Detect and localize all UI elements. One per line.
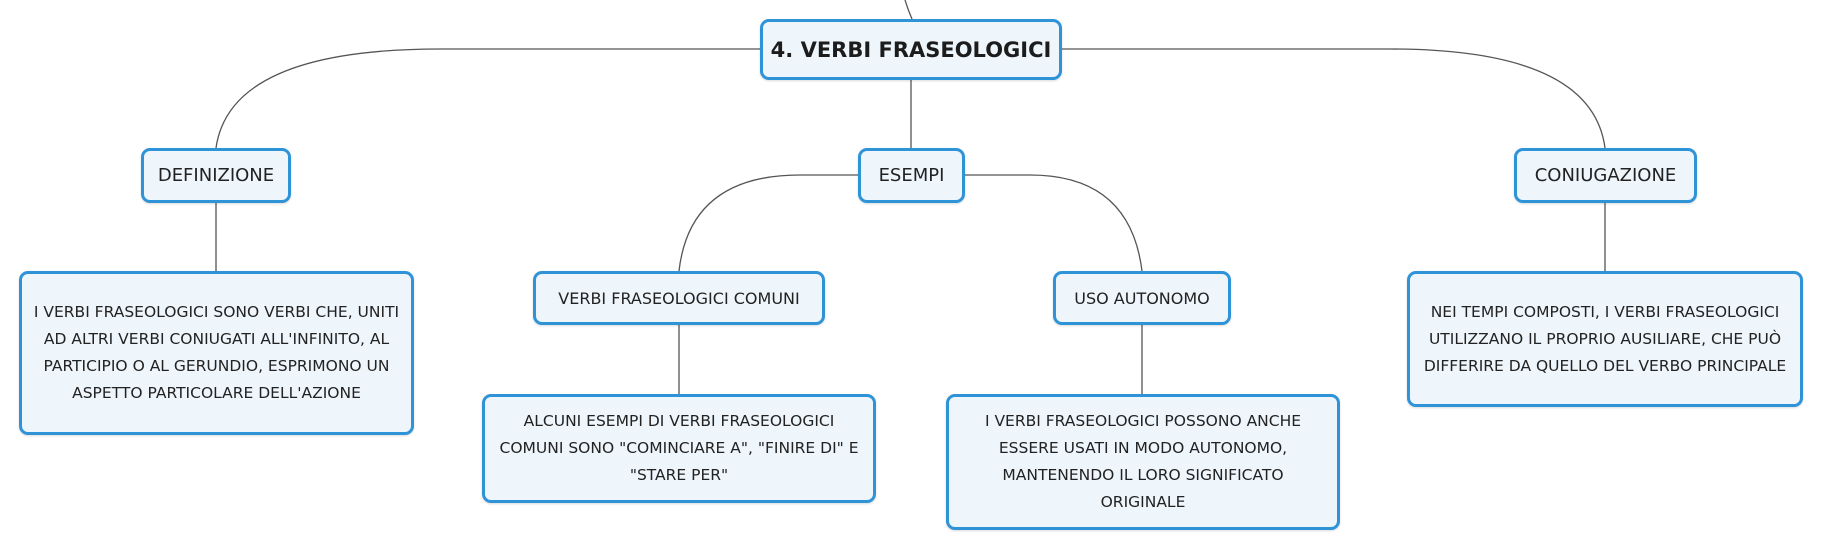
detail-node-coniugazione[interactable]: NEI TEMPI COMPOSTI, I VERBI FRASEOLOGICI…	[1407, 271, 1803, 407]
connector-parent-to-root	[904, 0, 913, 20]
topic-label-esempi: ESEMPI	[878, 165, 945, 186]
root-topic-node[interactable]: 4. VERBI FRASEOLOGICI	[760, 19, 1062, 80]
connector-root-to-coniugazione	[1062, 48, 1606, 149]
topic-node-esempi[interactable]: ESEMPI	[858, 148, 965, 203]
topic-label-definizione: DEFINIZIONE	[157, 165, 275, 186]
detail-text-uso-autonomo: I VERBI FRASEOLOGICI POSSONO ANCHE ESSER…	[984, 412, 1302, 511]
detail-node-uso-autonomo[interactable]: I VERBI FRASEOLOGICI POSSONO ANCHE ESSER…	[946, 394, 1340, 530]
detail-text-definizione: I VERBI FRASEOLOGICI SONO VERBI CHE, UNI…	[33, 303, 400, 402]
topic-node-definizione[interactable]: DEFINIZIONE	[141, 148, 291, 203]
detail-node-verbi-fraseologici-comuni[interactable]: ALCUNI ESEMPI DI VERBI FRASEOLOGICI COMU…	[482, 394, 876, 503]
connector-esempi-to-uso-autonomo	[965, 174, 1143, 272]
subtopic-label-verbi-fraseologici-comuni: VERBI FRASEOLOGICI COMUNI	[558, 288, 800, 308]
subtopic-node-uso-autonomo[interactable]: USO AUTONOMO	[1053, 271, 1231, 325]
detail-text-verbi-fraseologici-comuni: ALCUNI ESEMPI DI VERBI FRASEOLOGICI COMU…	[499, 412, 859, 484]
root-topic-label: 4. VERBI FRASEOLOGICI	[770, 37, 1052, 62]
subtopic-label-uso-autonomo: USO AUTONOMO	[1074, 288, 1210, 308]
subtopic-node-verbi-fraseologici-comuni[interactable]: VERBI FRASEOLOGICI COMUNI	[533, 271, 825, 325]
connector-esempi-to-verbi-comuni	[678, 174, 858, 272]
detail-node-definizione[interactable]: I VERBI FRASEOLOGICI SONO VERBI CHE, UNI…	[19, 271, 414, 435]
topic-node-coniugazione[interactable]: CONIUGAZIONE	[1514, 148, 1697, 203]
connector-root-to-definizione	[215, 48, 760, 149]
topic-label-coniugazione: CONIUGAZIONE	[1534, 165, 1677, 186]
detail-text-coniugazione: NEI TEMPI COMPOSTI, I VERBI FRASEOLOGICI…	[1423, 302, 1787, 375]
